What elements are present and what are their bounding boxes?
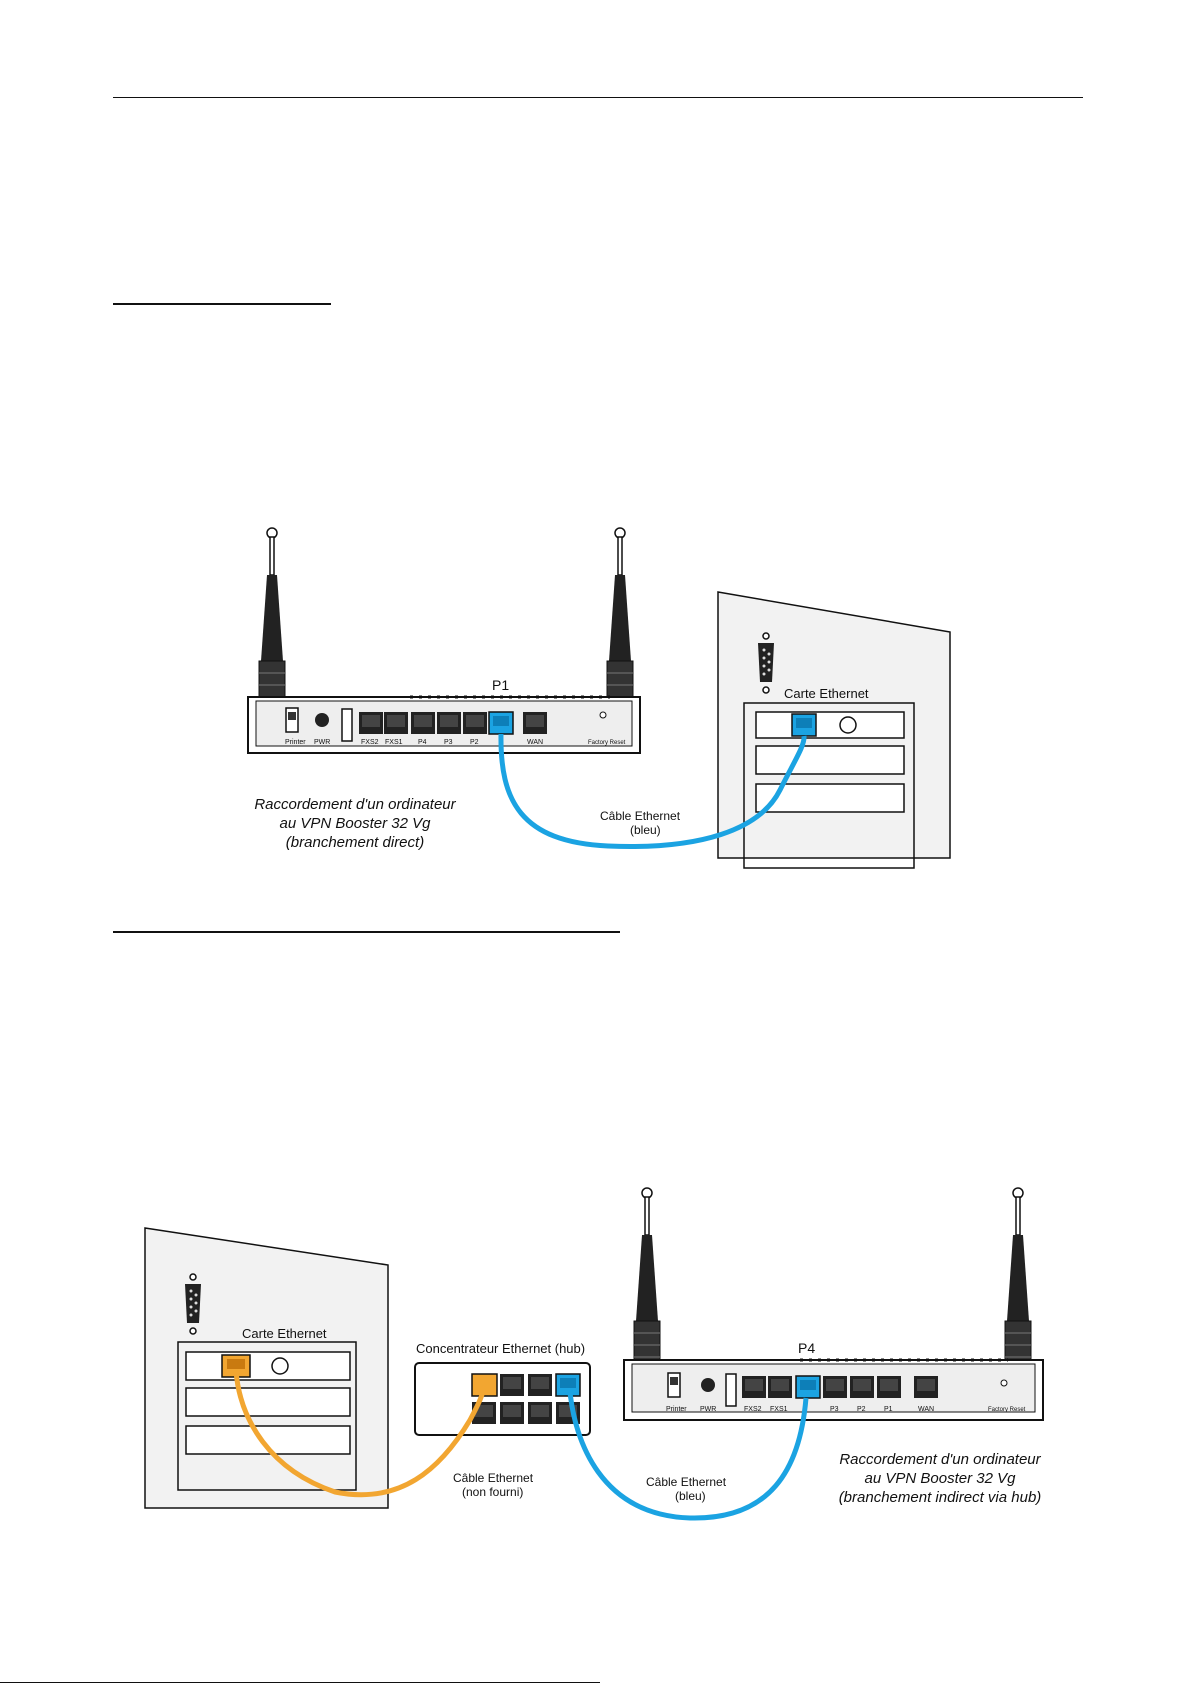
hub-port [528, 1374, 552, 1396]
hub-port [500, 1402, 524, 1424]
port-label-p4: P4 [798, 1340, 815, 1356]
antenna-left-2 [633, 1187, 661, 1374]
ethernet-card-bay-2 [177, 1341, 357, 1491]
diagram-hub-connection: Carte Ethernet Concentrateur Ethernet (h… [144, 1187, 1044, 1521]
antenna-right-2 [1004, 1187, 1032, 1374]
orange-ethernet-cable [233, 1370, 487, 1498]
blue-ethernet-cable-2 [567, 1391, 809, 1521]
ethernet-card-slot-2 [185, 1351, 351, 1381]
hub-port [528, 1402, 552, 1424]
lan-port-p4-connected [795, 1375, 821, 1399]
hub-port [500, 1374, 524, 1396]
caption-line-1: Raccordement d'un ordinateur [254, 796, 456, 813]
label-p3-2: P3 [830, 1406, 839, 1413]
label-wan-2: WAN [918, 1406, 934, 1413]
label-factory-reset-2: Factory Reset [988, 1407, 1026, 1413]
label-pwr: PWR [314, 739, 330, 746]
label-fxs2: FXS2 [361, 739, 379, 746]
lan-port-p4 [411, 712, 435, 734]
fxs2-port [359, 712, 383, 734]
power-switch-2 [725, 1373, 737, 1407]
section-heading-underline-2 [113, 931, 620, 933]
antenna-right [606, 527, 634, 714]
antenna-left [258, 527, 286, 714]
label-p2: P2 [470, 739, 479, 746]
ethernet-card-bay [743, 702, 915, 869]
card-label: Carte Ethernet [784, 686, 869, 701]
card-led [839, 716, 857, 734]
cable-label-line-1: Câble Ethernet [600, 809, 681, 823]
lan-port-p1-connected [488, 711, 514, 735]
label-fxs1: FXS1 [385, 739, 403, 746]
ethernet-card-slot [755, 711, 905, 739]
diagram-direct-connection: P1 Printer PWR FXS2 FXS1 P4 P3 P2 WAN Fa… [247, 527, 951, 869]
wan-port-2 [914, 1376, 938, 1398]
caption-line-2: au VPN Booster 32 Vg [280, 815, 432, 832]
card-led-2 [271, 1357, 289, 1375]
factory-reset-button-2 [1000, 1379, 1008, 1387]
label-printer: Printer [285, 739, 306, 746]
cable-label-line-2: (bleu) [630, 823, 661, 837]
caption-2-line-3: (branchement indirect via hub) [839, 1489, 1042, 1506]
label-p4: P4 [418, 739, 427, 746]
caption-line-3: (branchement direct) [286, 834, 424, 851]
factory-reset-button [599, 711, 607, 719]
expansion-slot-3 [185, 1387, 351, 1417]
label-p2-2: P2 [857, 1406, 866, 1413]
hub-label: Concentrateur Ethernet (hub) [416, 1341, 585, 1356]
label-factory-reset: Factory Reset [588, 740, 626, 746]
port-label-p1: P1 [492, 677, 509, 693]
section-heading-underline-1 [113, 303, 331, 305]
footer-rule [0, 1682, 600, 1683]
lan-port-p3-2 [823, 1376, 847, 1398]
cable1-label-line-2: (non fourni) [462, 1485, 523, 1499]
power-jack-2 [701, 1378, 715, 1392]
fxs1-port-2 [768, 1376, 792, 1398]
wan-port [523, 712, 547, 734]
cable1-label-line-1: Câble Ethernet [453, 1471, 534, 1485]
header-rule [113, 97, 1083, 98]
label-p1-2: P1 [884, 1406, 893, 1413]
label-wan: WAN [527, 739, 543, 746]
blue-ethernet-cable [498, 733, 807, 849]
power-switch [341, 708, 353, 742]
cable2-label-line-2: (bleu) [675, 1489, 706, 1503]
fxs1-port [384, 712, 408, 734]
label-fxs1-2: FXS1 [770, 1406, 788, 1413]
hub-port-orange [471, 1373, 498, 1397]
lan-port-p2-2 [850, 1376, 874, 1398]
label-printer-2: Printer [666, 1406, 687, 1413]
lan-port-p1-2 [877, 1376, 901, 1398]
card-ethernet-port [791, 713, 817, 737]
fxs2-port-2 [742, 1376, 766, 1398]
label-fxs2-2: FXS2 [744, 1406, 762, 1413]
expansion-slot-1 [755, 745, 905, 775]
label-pwr-2: PWR [700, 1406, 716, 1413]
lan-port-p3 [437, 712, 461, 734]
label-p3: P3 [444, 739, 453, 746]
caption-2-line-1: Raccordement d'un ordinateur [839, 1451, 1041, 1468]
lan-port-p2 [463, 712, 487, 734]
cable2-label-line-1: Câble Ethernet [646, 1475, 727, 1489]
power-jack [315, 713, 329, 727]
caption-2-line-2: au VPN Booster 32 Vg [865, 1470, 1017, 1487]
card-label-2: Carte Ethernet [242, 1326, 327, 1341]
